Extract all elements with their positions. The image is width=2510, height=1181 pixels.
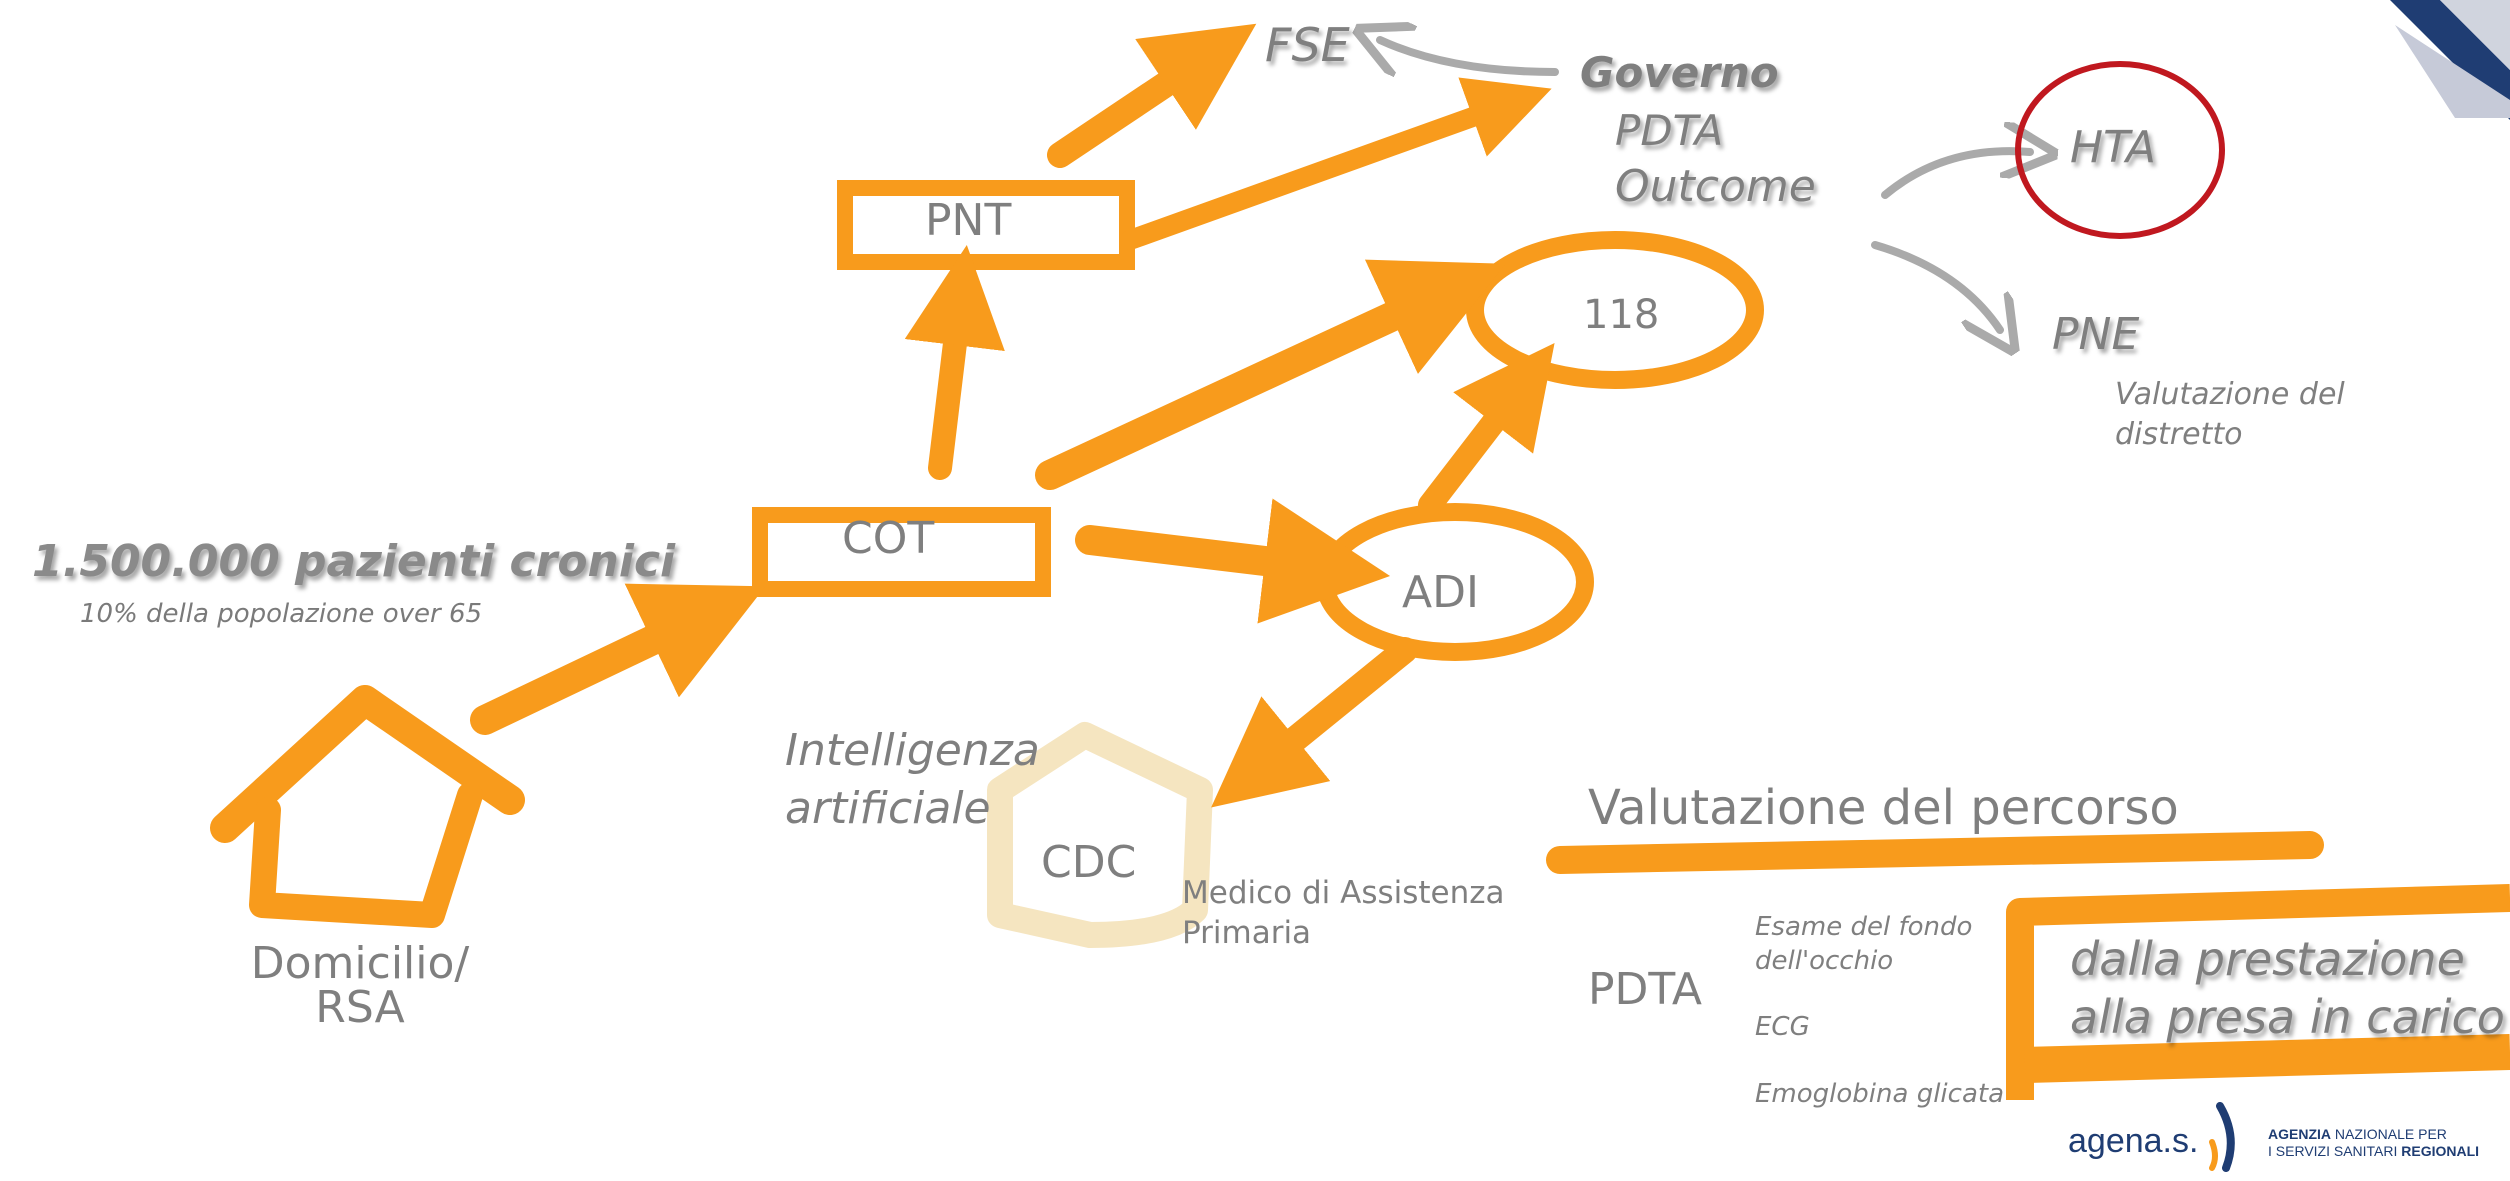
agenas-logo: agena.s. AGENZIA NAZIONALE PER I SERVIZI… bbox=[2068, 1102, 2479, 1172]
arrow-pnt-to-fse bbox=[1047, 23, 1257, 168]
arrow-pnt-to-governo bbox=[1120, 77, 1552, 250]
exam-fondo-occhio: Esame del fondo dell'occhio bbox=[1755, 912, 1973, 976]
highlight-text: dalla prestazione alla presa in carico bbox=[2070, 932, 2505, 1044]
home-label: Domicilio/ RSA bbox=[250, 938, 470, 1033]
governo-item-outcome: Outcome bbox=[1615, 161, 1816, 212]
adi-label: ADI bbox=[1402, 567, 1479, 618]
exam-ecg: ECG bbox=[1755, 1012, 1810, 1042]
arrow-governo-to-hta bbox=[1881, 151, 2030, 199]
logo-wordmark: agena.s. bbox=[2068, 1122, 2199, 1160]
pne-label: PNE bbox=[2052, 309, 2140, 360]
percorso-pdta: PDTA bbox=[1588, 964, 1702, 1015]
hta-circle bbox=[2015, 61, 2225, 239]
arrow-cot-to-118 bbox=[1035, 259, 1506, 490]
hta-label: HTA bbox=[2070, 122, 2157, 173]
arrow-home-to-cot bbox=[470, 583, 766, 735]
arrow-adi-to-cdc bbox=[1211, 637, 1418, 808]
governo-item-pdta: PDTA bbox=[1615, 106, 1724, 155]
pne-subtitle: Valutazione del distretto bbox=[2115, 377, 2345, 452]
logo-line-2: I SERVIZI SANITARI REGIONALI bbox=[2268, 1143, 2480, 1159]
highlight-frame bbox=[2006, 884, 2510, 1100]
fse-label: FSE bbox=[1265, 18, 1350, 72]
patients-count: 1.500.000 pazienti cronici bbox=[32, 536, 676, 587]
corner-decoration bbox=[2390, 0, 2510, 120]
house-icon bbox=[210, 685, 525, 928]
arrow-governo-to-fse bbox=[1380, 40, 1559, 72]
logo-mark-icon bbox=[2209, 1102, 2235, 1172]
label-118: 118 bbox=[1583, 292, 1660, 338]
arrow-governo-to-pne bbox=[1871, 241, 2000, 330]
exam-emoglobina: Emoglobina glicata bbox=[1755, 1079, 2005, 1109]
arrow-adi-to-118 bbox=[1418, 343, 1555, 517]
logo-line-1: AGENZIA NAZIONALE PER bbox=[2268, 1126, 2447, 1142]
pnt-label: PNT bbox=[925, 195, 1012, 246]
governo-title: Governo bbox=[1580, 48, 1779, 97]
map-label: Medico di Assistenza Primaria bbox=[1182, 875, 1505, 951]
cot-box bbox=[752, 507, 1051, 597]
cot-label: COT bbox=[842, 513, 935, 564]
cdc-label: CDC bbox=[1041, 837, 1137, 888]
patients-subtitle: 10% della popolazione over 65 bbox=[80, 599, 483, 629]
percorso-underline bbox=[1546, 831, 2324, 874]
arrow-cot-to-adi bbox=[1075, 498, 1391, 624]
ai-label: Intelligenza artificiale bbox=[785, 725, 1040, 834]
cdc-hexagon bbox=[987, 722, 1213, 948]
arrow-cot-to-pnt bbox=[904, 244, 1005, 480]
percorso-title: Valutazione del percorso bbox=[1588, 780, 2179, 836]
